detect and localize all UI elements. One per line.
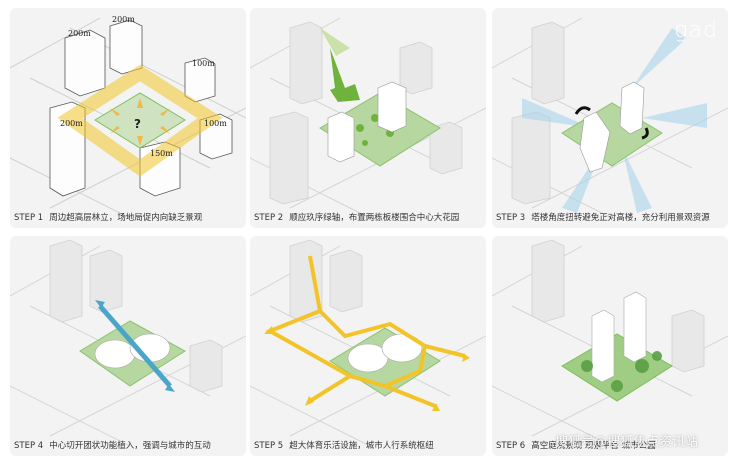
step-4-diagram: [10, 239, 246, 447]
panel-step-2: STEP 2 顺应玖序绿轴，布置两栋板楼围合中心大花园: [250, 8, 486, 228]
step-1-diagram: ? 200m 200m 100m 200m 100m 150m: [10, 15, 246, 219]
step-3-diagram: [492, 17, 728, 219]
height-label: 150m: [150, 149, 173, 158]
height-label: 100m: [192, 59, 215, 68]
garden-area: [319, 92, 441, 167]
caption: STEP 4 中心切开团状功能植入，强调与城市的互动: [14, 436, 244, 456]
step-label: STEP 1: [14, 213, 44, 223]
panel-step-5: STEP 5 超大体育乐活设施，城市人行系统枢纽: [250, 236, 486, 456]
height-label: 200m: [68, 29, 91, 38]
step-6-diagram: [492, 239, 728, 447]
caption: STEP 3 塔楼角度扭转避免正对高楼，充分利用景观资源: [496, 208, 726, 228]
yellow-ring: [57, 64, 223, 177]
height-label: 200m: [60, 119, 83, 128]
step-label: STEP 5: [254, 441, 284, 451]
step-label: STEP 2: [254, 213, 284, 223]
caption: STEP 1 周边超高层林立，场地局促内向缺乏景观: [14, 208, 244, 228]
panel-step-6: STEP 6 高空庭院景观 观景平台 城市公园 搜狐号@搜狐焦点资讯站: [492, 236, 728, 456]
height-label: 200m: [112, 15, 135, 24]
pedestrian-network: [265, 255, 466, 408]
caption: STEP 2 顺应玖序绿轴，布置两栋板楼围合中心大花园: [254, 208, 484, 228]
step-text: 周边超高层林立，场地局促内向缺乏景观: [49, 213, 203, 223]
site-area: [94, 92, 186, 149]
height-label: 100m: [204, 119, 227, 128]
step-text: 塔楼角度扭转避免正对高楼，充分利用景观资源: [531, 213, 710, 223]
watermark: 搜狐号@搜狐焦点资讯站: [554, 435, 698, 450]
caption: STEP 5 超大体育乐活设施，城市人行系统枢纽: [254, 436, 484, 456]
step-label: STEP 4: [14, 441, 44, 451]
question-mark: ?: [134, 117, 141, 131]
panel-step-4: STEP 4 中心切开团状功能植入，强调与城市的互动: [10, 236, 246, 456]
step-text: 高空庭院景观 观景平台 城市公园: [531, 441, 656, 451]
step-text: 超大体育乐活设施，城市人行系统枢纽: [289, 441, 434, 451]
step-text: 中心切开团状功能植入，强调与城市的互动: [49, 441, 211, 451]
step-2-diagram: [250, 17, 486, 219]
panel-step-3: gad STEP 3 塔楼角度扭转避免正对高楼，充分利用景观资源: [492, 8, 728, 228]
green-axis-arrow: [330, 48, 360, 102]
panel-step-1: ? 200m 200m 100m 200m 100m 150m STEP 1 周边…: [10, 8, 246, 228]
step-5-diagram: [250, 239, 486, 447]
step-label: STEP 3: [496, 213, 526, 223]
caption: STEP 6 高空庭院景观 观景平台 城市公园: [496, 436, 726, 456]
step-label: STEP 6: [496, 441, 526, 451]
step-text: 顺应玖序绿轴，布置两栋板楼围合中心大花园: [289, 213, 460, 223]
logo: gad: [674, 18, 718, 43]
